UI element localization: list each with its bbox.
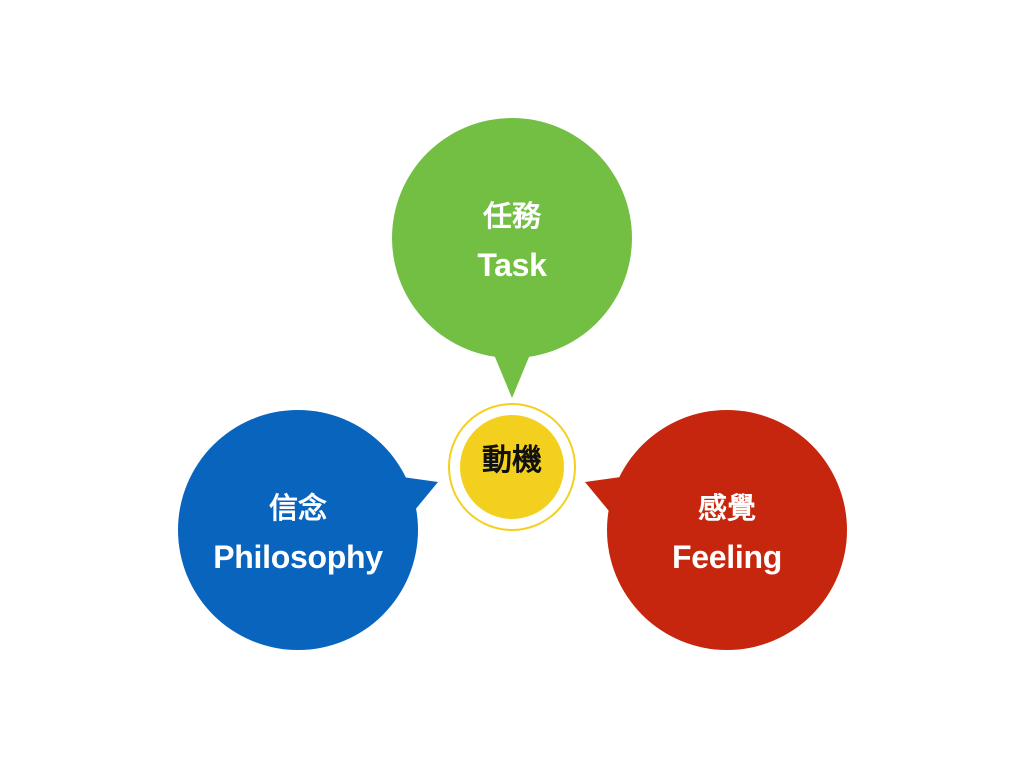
feeling-title-en: Feeling	[672, 539, 782, 575]
philosophy-bubble-circle	[178, 410, 418, 650]
task-title-en: Task	[477, 247, 547, 283]
task-bubble-circle	[392, 118, 632, 358]
philosophy-title-en: Philosophy	[213, 539, 383, 575]
task-label: 任務 Task	[392, 199, 632, 283]
task-bubble	[392, 118, 632, 398]
feeling-bubble-pointer	[585, 475, 635, 522]
feeling-bubble-circle	[607, 410, 847, 650]
center-node-fill	[460, 415, 564, 519]
center-node	[448, 403, 576, 531]
philosophy-bubble	[178, 410, 438, 650]
feeling-title-zh: 感覺	[697, 491, 756, 525]
center-node-label: 動機	[482, 443, 542, 478]
task-title-zh: 任務	[482, 199, 541, 233]
philosophy-label: 信念 Philosophy	[178, 491, 418, 575]
philosophy-title-zh: 信念	[268, 491, 327, 525]
task-bubble-pointer	[490, 345, 534, 398]
philosophy-bubble-pointer	[388, 475, 438, 522]
feeling-bubble	[585, 410, 847, 650]
feeling-label: 感覺 Feeling	[607, 491, 847, 575]
